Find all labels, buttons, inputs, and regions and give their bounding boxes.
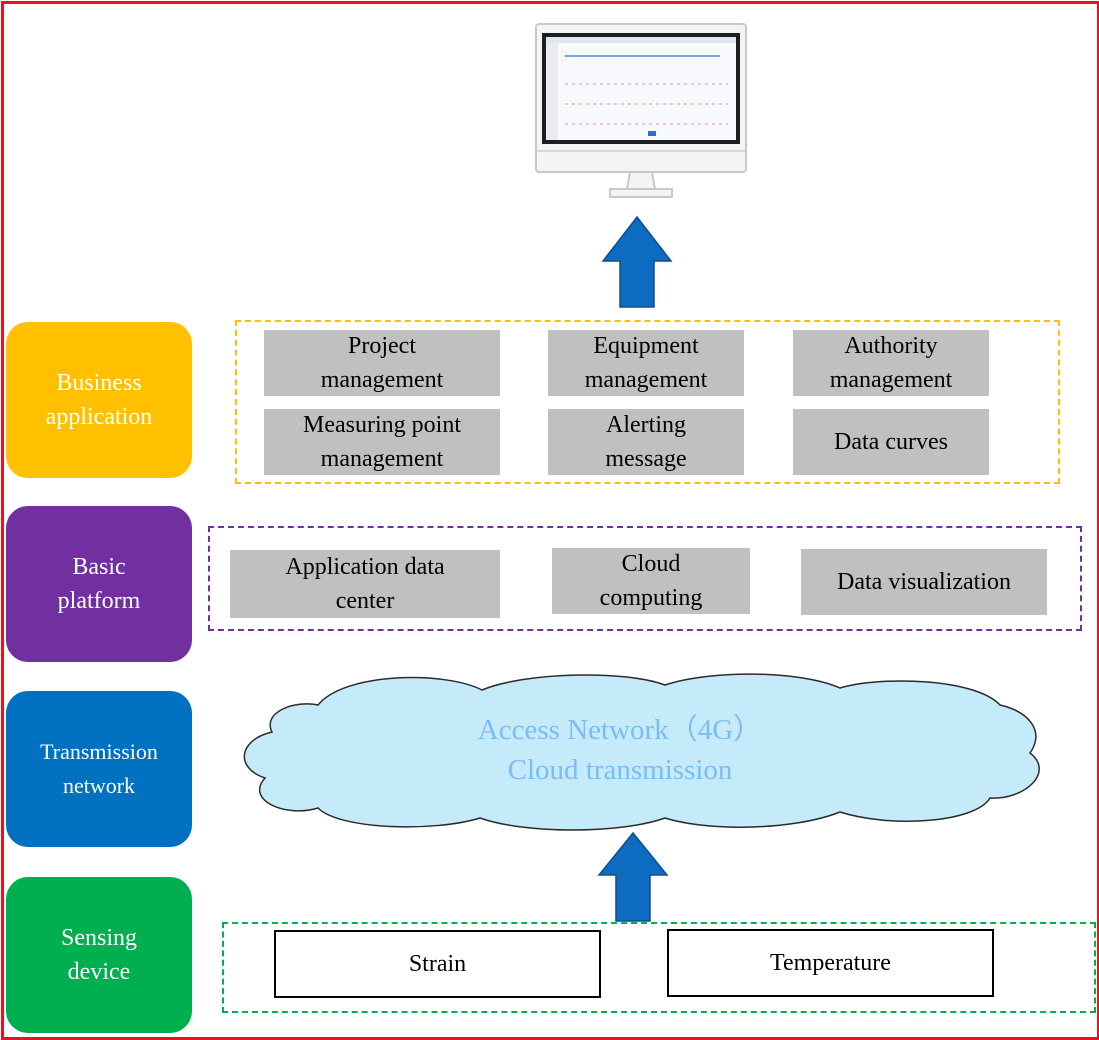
- cloud-computing-box: Cloud computing: [552, 548, 750, 614]
- cloud-shape: [243, 673, 1040, 831]
- layer-sensing-device: Sensing device: [6, 877, 192, 1033]
- layer-transmission-network: Transmission network: [6, 691, 192, 847]
- data-visualization-box: Data visualization: [801, 549, 1047, 615]
- layer-basic-platform: Basic platform: [6, 506, 192, 662]
- project-management-box: Project management: [264, 330, 500, 396]
- data-curves-box: Data curves: [793, 409, 989, 475]
- cloud-label: Access Network（4G） Cloud transmission: [477, 714, 763, 786]
- strain-sensor-box: Strain: [274, 930, 601, 998]
- equipment-management-box: Equipment management: [548, 330, 744, 396]
- layer-business-application: Business application: [6, 322, 192, 478]
- basic-platform-group: [208, 526, 1082, 631]
- alerting-message-box: Alerting message: [548, 409, 744, 475]
- up-arrow-to-cloud: [597, 831, 669, 922]
- business-application-group: [235, 320, 1060, 484]
- up-arrow-to-monitor: [601, 215, 673, 308]
- monitor-icon: [535, 23, 747, 198]
- sensing-device-group: [222, 922, 1096, 1013]
- authority-management-box: Authority management: [793, 330, 989, 396]
- measuring-point-management-box: Measuring point management: [264, 409, 500, 475]
- application-data-center-box: Application data center: [230, 550, 500, 618]
- temperature-sensor-box: Temperature: [667, 929, 994, 997]
